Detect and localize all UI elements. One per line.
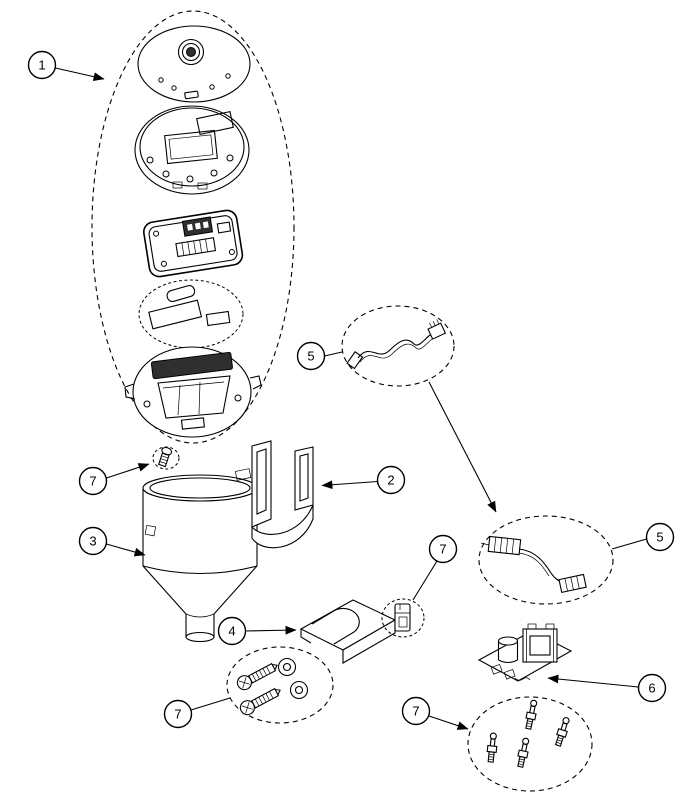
- leader-1: [55, 67, 105, 81]
- callout-5-lower-label: 5: [656, 530, 663, 545]
- screw-2: [239, 687, 281, 716]
- retainer-clip: [381, 598, 425, 638]
- leader-7-screws: [190, 697, 231, 711]
- callout-1: 1: [27, 50, 57, 80]
- control-head-exploded-assembly: [91, 10, 295, 444]
- gasket-plate: [138, 279, 244, 349]
- callout-6-label: 6: [648, 681, 655, 696]
- leader-6: [547, 674, 639, 688]
- display-plate: [134, 105, 250, 195]
- probe-4: [517, 737, 530, 768]
- callout-7-probes: 7: [401, 696, 431, 726]
- callout-7-clip: 7: [428, 534, 458, 564]
- housing-right-tab: [249, 375, 262, 390]
- leader-4: [245, 625, 297, 635]
- transformer-core: [522, 623, 558, 663]
- hopper-container: [142, 468, 258, 643]
- callout-2-label: 2: [387, 473, 394, 488]
- leader-7-screw: [106, 463, 150, 479]
- leader-2: [321, 480, 378, 490]
- callout-5-lower: 5: [645, 522, 675, 552]
- logo-ring: [177, 38, 205, 66]
- group-1-boundary-ellipse: [91, 10, 295, 444]
- callout-6: 6: [637, 673, 667, 703]
- callout-7-clip-label: 7: [439, 542, 446, 557]
- leader-3: [106, 543, 146, 557]
- mounting-bracket: [299, 599, 397, 664]
- housing-window-band: [150, 351, 233, 380]
- callout-7-screws-label: 7: [174, 707, 181, 722]
- leader-5-upper: [324, 351, 343, 357]
- top-cover-disc: [137, 25, 251, 103]
- probe-1: [525, 699, 538, 730]
- harness-lower-right-connector: [558, 573, 587, 593]
- probe-3: [486, 732, 498, 763]
- callout-5-upper: 5: [296, 341, 326, 371]
- callouts: 1 7 3 2 5 5 4 7: [27, 50, 675, 729]
- circuit-board: [142, 209, 244, 278]
- leader-lines: [55, 67, 647, 730]
- transformer-assembly: [477, 623, 573, 682]
- leader-7-probes: [428, 715, 469, 730]
- screws-and-washers: [226, 646, 334, 724]
- callout-3: 3: [78, 526, 108, 556]
- leader-7-clip: [412, 560, 438, 601]
- screw-1: [236, 662, 278, 691]
- callout-1-label: 1: [38, 58, 45, 73]
- leader-5-lower: [611, 538, 647, 550]
- harness-upper-left-connector: [346, 351, 364, 370]
- probe-2: [554, 717, 570, 747]
- housing-left-tab: [124, 383, 136, 400]
- capacitor-cylinder: [497, 636, 519, 664]
- wire-harness-upper: [341, 305, 455, 387]
- electrode-probes: [467, 696, 593, 792]
- leader-harness-link: [428, 381, 497, 513]
- callout-2: 2: [376, 465, 406, 495]
- wire-harness-lower: [478, 515, 614, 605]
- callout-7-screw: 7: [78, 466, 108, 496]
- small-screw: [152, 446, 180, 470]
- callout-4-label: 4: [228, 624, 235, 639]
- callout-7-screw-label: 7: [89, 474, 96, 489]
- harness-upper-right-connector: [427, 322, 447, 340]
- washer-2: [289, 680, 309, 700]
- callout-3-label: 3: [89, 534, 96, 549]
- callout-7-probes-label: 7: [412, 704, 419, 719]
- callout-4: 4: [217, 616, 247, 646]
- callout-7-screws: 7: [163, 699, 193, 729]
- washer-1: [277, 657, 297, 677]
- rear-housing: [124, 346, 262, 438]
- pcb-ribbed-connector: [175, 237, 217, 258]
- callout-5-upper-label: 5: [307, 349, 314, 364]
- harness-lower-left-connector: [487, 535, 522, 556]
- logo-icon: [186, 47, 196, 57]
- support-bracket: [251, 440, 314, 549]
